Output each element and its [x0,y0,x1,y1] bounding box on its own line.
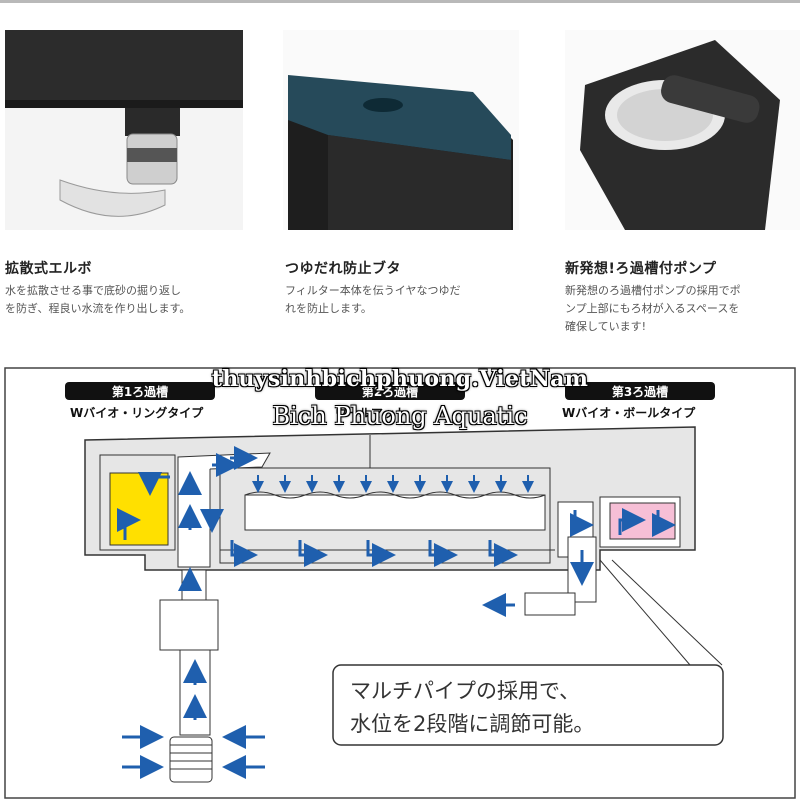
callout-line-1: マルチパイプの採用で、 [350,679,580,703]
filter-flow-diagram: 第1ろ過槽 Wバイオ・リングタイプ 第2ろ過槽 ウールマット 第3ろ過槽 Wバイ… [4,367,796,799]
feature-desc-lid: フィルター本体を伝うイヤなつゆだ れを防止します。 [285,282,460,318]
chamber1-type: Wバイオ・リングタイプ [70,405,204,420]
intake-strainer [169,736,213,783]
yellow-media [109,472,169,546]
pump-shaft [181,569,207,601]
chamber2-type: ウールマット [335,406,407,420]
feature-title-lid: つゆだれ防止ブタ [285,261,401,277]
lid-photo [283,30,519,230]
watermark-site: thuysinhbichphuong.VietNam [211,366,589,392]
feature-desc-line: 確保しています! [565,320,647,333]
pump-motor [159,599,219,651]
pump-photo [565,30,800,230]
feature-desc-line: れを防止します。 [285,302,372,315]
feature-desc-elbow: 水を拡散させる事で底砂の掘り返し を防ぎ、程良い水流を作り出します。 [5,282,190,318]
feature-desc-line: 新発想のろ過槽付ポンプの採用でポ [565,284,741,297]
flow-arrows [117,446,676,779]
callout-box: マルチパイプの採用で、 水位を2段階に調節可能。 [332,664,724,746]
wool-mat [244,494,546,531]
feature-desc-line: 水を拡散させる事で底砂の掘り返し [5,284,181,297]
chamber1-header: 第1ろ過槽 Wバイオ・リングタイプ [65,382,215,420]
chamber3-tag: 第3ろ過槽 [612,384,668,399]
intake-pipe [179,649,211,736]
feature-desc-line: を防ぎ、程良い水流を作り出します。 [5,302,191,315]
drip-arrows [252,475,534,493]
feature-title-pump: 新発想!ろ過槽付ポンプ [565,261,717,277]
feature-desc-line: ンプ上部にもろ材が入るスペースを [565,302,740,315]
chamber2-tag: 第2ろ過槽 [362,384,418,399]
top-divider [0,0,800,3]
feature-desc-pump: 新発想のろ過槽付ポンプの採用でポ ンプ上部にもろ材が入るスペースを 確保していま… [565,282,800,336]
callout-line-2: 水位を2段階に調節可能。 [350,712,594,736]
chamber3-header: 第3ろ過槽 Wバイオ・ボールタイプ [562,382,715,420]
chamber2-header: 第2ろ過槽 ウールマット [315,382,465,420]
riser-pipe [177,456,211,568]
watermark-brand: Bich Phuong Aquatic [272,402,528,430]
elbow-photo [5,30,243,230]
chamber3-type: Wバイオ・ボールタイプ [562,405,696,420]
outlet-elbow [524,592,576,616]
feature-title-elbow: 拡散式エルボ [5,261,92,277]
chamber1-tag: 第1ろ過槽 [112,384,168,399]
feature-desc-line: フィルター本体を伝うイヤなつゆだ [285,284,461,297]
